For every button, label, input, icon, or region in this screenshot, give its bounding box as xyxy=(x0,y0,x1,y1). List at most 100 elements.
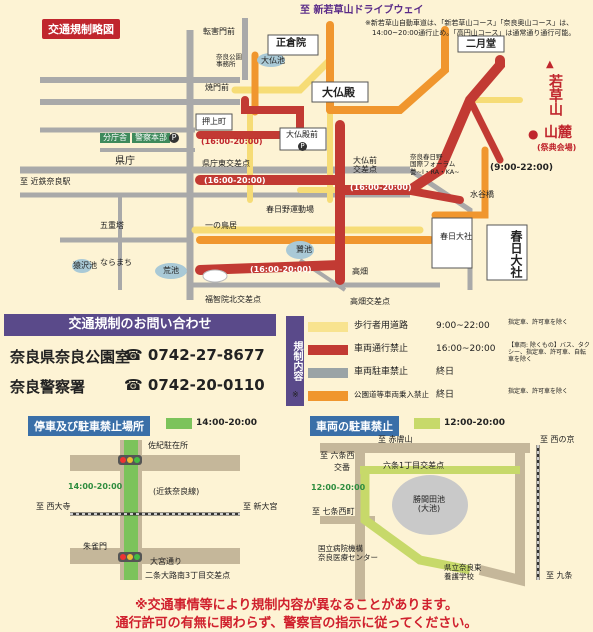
label-naramachi: ならまち xyxy=(100,258,132,267)
map-title: 交通規制略図 xyxy=(42,19,120,39)
label-takabatake: 高畑 xyxy=(352,267,368,276)
label-takabatake-kousaten: 高畑交差点 xyxy=(350,297,390,306)
label-mizuyabashi: 水谷橋 xyxy=(470,190,494,199)
legend-time: 16:00~20:00 xyxy=(436,344,496,354)
veh-label-school: 県立奈良東養護学校 xyxy=(444,563,482,581)
stop-map-header: 停車及び駐車禁止場所 xyxy=(28,416,150,436)
building-oshiage xyxy=(195,113,233,131)
stop-label-omiya: 大宮通り xyxy=(150,557,182,566)
vehicle-map-swatch xyxy=(414,418,440,429)
legend-note: 【車両: 除くもの】バス、タクシー、指定車、許可車、自転車を除く xyxy=(508,342,590,363)
veh-inner-time: 12:00-20:00 xyxy=(311,483,366,492)
label-kencho-east: 県庁東交差点 xyxy=(202,159,250,168)
label-daibutsuike: 大仏池 xyxy=(261,56,285,65)
stop-label-saidaiji: 至 西大寺 xyxy=(36,502,71,511)
vehicle-map-time: 12:00-20:00 xyxy=(444,418,506,428)
building-kasuga-big xyxy=(486,224,528,281)
label-kasuga-small: 春日大社 xyxy=(440,232,472,241)
pond-sarusawa xyxy=(72,259,92,273)
building-kasuga xyxy=(431,217,473,269)
pond-araike xyxy=(155,263,187,279)
label-police-hq: 警察本部 xyxy=(132,133,170,143)
label-daibutsuden: 大仏殿 xyxy=(322,86,355,99)
legend-row: 車両通行禁止 16:00~20:00 【車両: 除くもの】バス、タクシー、指定車、許… xyxy=(308,341,590,363)
stop-label-nijo: 二条大路南3丁目交差点 xyxy=(145,571,231,580)
veh-label-koban: 交番 xyxy=(334,463,350,472)
stop-label-shinomiya: 至 新大宮 xyxy=(243,502,278,511)
label-ichinotorii: 一の鳥居 xyxy=(205,221,237,230)
legend-note: 指定車、許可車を除く xyxy=(508,388,569,395)
label-oshiage: 押上町 xyxy=(202,117,226,126)
label-tengai: 転害門前 xyxy=(203,27,235,36)
label-sanroku: 山麓 xyxy=(544,125,572,141)
veh-label-akahada: 至 赤膚山 xyxy=(378,435,413,444)
veh-label-hospital: 国立病院機構奈良医療センター xyxy=(318,544,378,562)
building-nigatsudo xyxy=(457,35,505,53)
veh-label-rokujo-nishi: 至 六条西 xyxy=(320,451,355,460)
label-daibutsuden-mae: 大仏殿前 xyxy=(286,130,318,139)
label-gojunoto: 五重塔 xyxy=(100,221,124,230)
stop-inner-time: 14:00-20:00 xyxy=(68,482,123,491)
label-fukuchiin: 福智院北交差点 xyxy=(205,295,261,304)
contact-phone-1: ☎ 0742-27-8677 xyxy=(124,346,265,364)
legend-row: ※ 公園道等車両乗入禁止終日 指定車、許可車を除く xyxy=(292,387,590,405)
legend-swatch xyxy=(308,391,348,401)
veh-label-shichijo: 至 七条西町 xyxy=(312,507,355,516)
time-label-5: (9:00-22:00) xyxy=(490,163,553,173)
contact-phone-2: ☎ 0742-20-0110 xyxy=(124,376,265,394)
label-daibutsu-kousaten: 大仏前交差点 xyxy=(353,156,377,175)
label-bunchosha: 分庁舎 xyxy=(100,133,130,143)
pond-white xyxy=(202,269,228,283)
legend-name: 公園道等車両乗入禁止 xyxy=(354,390,429,399)
legend-time: 終日 xyxy=(436,390,455,400)
label-sagiike: 鷺池 xyxy=(296,245,312,254)
label-kasuga-big: 春日大社 xyxy=(509,230,523,278)
label-venue: (祭典会場) xyxy=(537,143,577,152)
legend-swatch xyxy=(308,368,348,378)
time-label-2: (16:00-20:00) xyxy=(204,176,266,185)
road-red xyxy=(195,260,345,275)
veh-label-kujo: 至 九条 xyxy=(546,571,573,580)
footnote-1: ※交通事情等により規制内容が異なることがあります。 xyxy=(134,598,459,613)
header-top: 至 新若草山ドライブウェイ xyxy=(300,5,424,16)
venue-dot-icon: ● xyxy=(528,127,539,141)
legend-swatch xyxy=(308,345,348,355)
veh-label-nishinokyo: 至 西の京 xyxy=(540,435,575,444)
contact-name-2: 奈良警察署 xyxy=(10,378,86,396)
legend-mark: ※ xyxy=(292,390,299,399)
legend-row: 歩行者用道路 9:00~22:00 指定車、許可車を除く xyxy=(308,318,590,336)
label-shosoin: 正倉院 xyxy=(276,38,306,49)
legend-row: 車両駐車禁止 終日 xyxy=(308,364,590,382)
building-daibutsuden xyxy=(311,81,369,103)
label-nigatsudo: 二月堂 xyxy=(466,39,496,50)
road-orange xyxy=(326,26,449,114)
triangle-up-icon: ▲ xyxy=(546,59,554,70)
legend-time: 終日 xyxy=(436,367,455,377)
legend-note: 指定車、許可車を除く xyxy=(508,319,569,326)
stop-label-kintetsu-line: (近鉄奈良線) xyxy=(153,487,200,496)
parking-icon: P xyxy=(169,133,179,143)
road-red xyxy=(466,96,504,164)
road-orange xyxy=(431,146,489,219)
vehicle-map-header: 車両の駐車禁止 xyxy=(310,416,399,436)
legend-name: 車両駐車禁止 xyxy=(354,367,409,377)
label-kencho: 県庁 xyxy=(115,156,135,167)
stop-map-swatch xyxy=(166,418,192,429)
stop-label-sakichu: 佐紀駐在所 xyxy=(148,441,188,450)
contact-header: 交通規制のお問い合わせ xyxy=(4,314,276,336)
contact-name-1: 奈良県奈良公園室 xyxy=(10,348,131,366)
legend-time: 9:00~22:00 xyxy=(436,321,490,331)
veh-label-ike: 勝間田池(大池) xyxy=(413,495,445,514)
legend-name: 歩行者用道路 xyxy=(354,321,409,331)
label-to-kintetsu: 至 近鉄奈良駅 xyxy=(20,177,71,186)
legend-name: 車両通行禁止 xyxy=(354,344,409,354)
time-label-1: (16:00-20:00) xyxy=(201,137,263,146)
pond-daibutsuike xyxy=(257,53,285,67)
time-label-3: (16:00-20:00) xyxy=(350,183,412,192)
legend-side-label: 規制内容 xyxy=(286,316,304,406)
label-yakeimon: 焼門前 xyxy=(205,83,229,92)
time-label-4: (16:00-20:00) xyxy=(250,265,312,274)
veh-label-rokujo-kousaten: 六条1丁目交差点 xyxy=(383,461,445,470)
label-kasugano: 春日野運動場 xyxy=(266,205,314,214)
